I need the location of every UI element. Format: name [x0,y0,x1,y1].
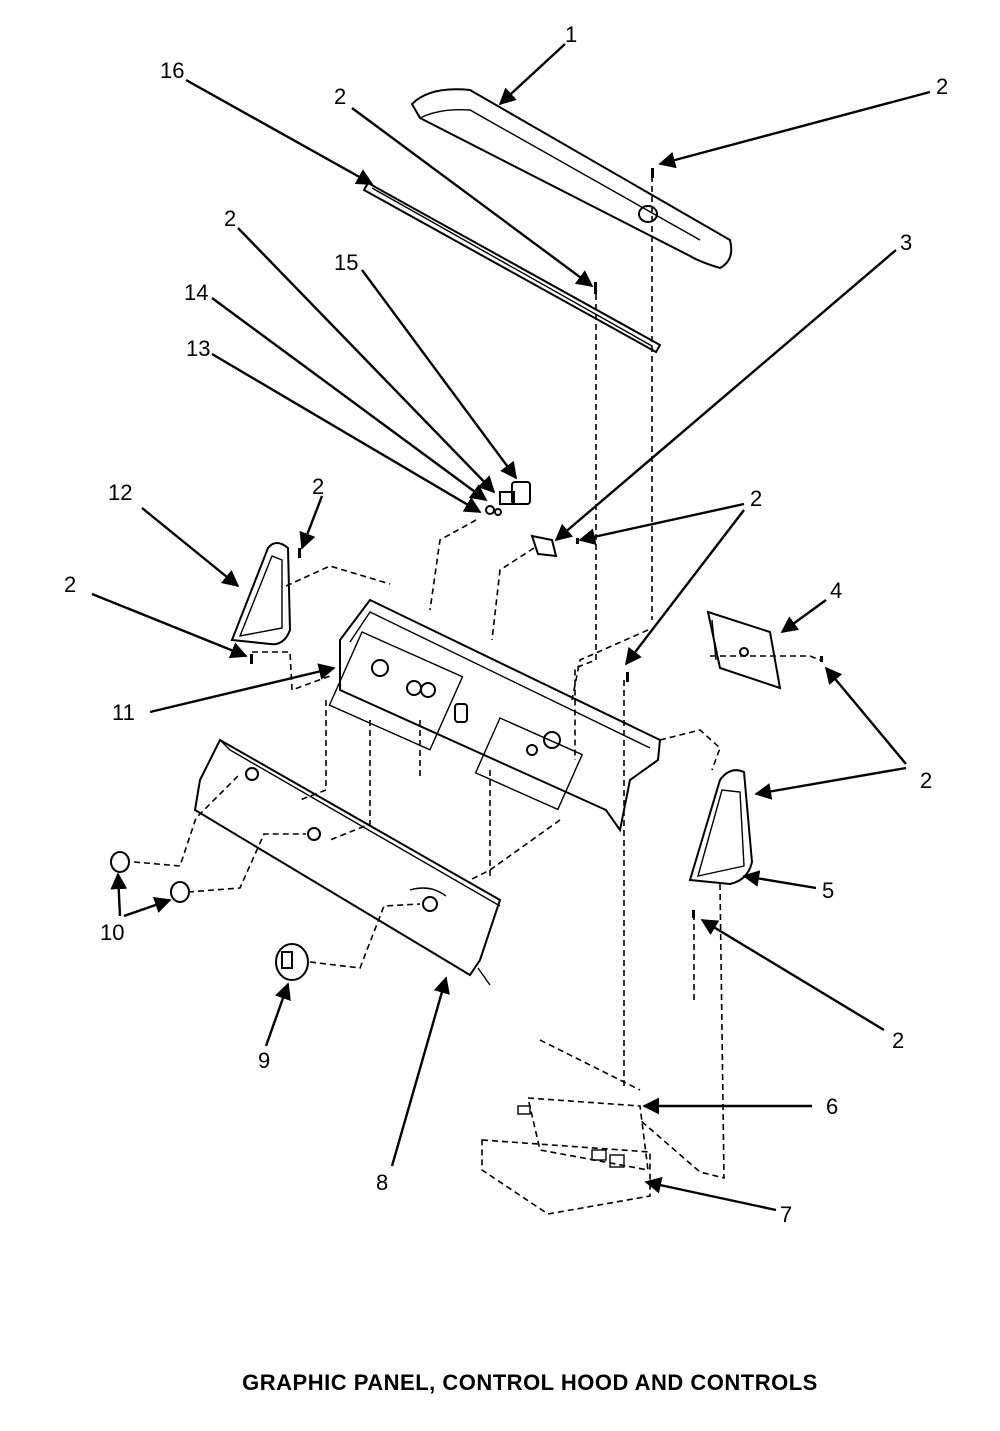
lower-bracket-part [481,1039,651,1215]
callout-labels: 1 2 2 2 2 2 2 2 2 2 3 4 5 6 7 8 9 10 11 … [64,22,948,1227]
right-end-cap-part [688,769,754,886]
callout-9: 9 [258,1048,270,1073]
right-bracket-part [706,610,782,690]
callout-4: 4 [830,578,842,603]
callout-2: 2 [892,1028,904,1053]
trim-strip-part [362,181,662,354]
callout-8: 8 [376,1170,388,1195]
callout-2: 2 [936,74,948,99]
control-hood-part [328,598,662,833]
diagram-title: GRAPHIC PANEL, CONTROL HOOD AND CONTROLS [242,1370,818,1395]
timer-knob-part [275,943,309,981]
graphic-panel-part [193,738,502,986]
assembly-lines [133,176,821,1180]
callout-7: 7 [780,1202,792,1227]
switch-bracket-part [485,481,531,516]
callout-10: 10 [100,920,124,945]
leader-arrows [91,43,931,1212]
callout-6: 6 [826,1094,838,1119]
callout-12: 12 [108,480,132,505]
screw-part [250,168,823,918]
callout-2: 2 [64,572,76,597]
top-cover-part [410,88,733,270]
callout-16: 16 [160,58,184,83]
knob-part [110,851,190,903]
left-end-cap-part [230,542,292,646]
callout-2: 2 [224,206,236,231]
callout-1: 1 [565,22,577,47]
callout-13: 13 [186,336,210,361]
callout-2: 2 [920,768,932,793]
callout-5: 5 [822,878,834,903]
callout-2: 2 [750,486,762,511]
callout-2: 2 [334,84,346,109]
callout-14: 14 [184,280,208,305]
clip-part [530,534,558,558]
callout-15: 15 [334,250,358,275]
callout-11: 11 [112,700,135,725]
callout-3: 3 [900,230,912,255]
callout-2: 2 [312,474,324,499]
